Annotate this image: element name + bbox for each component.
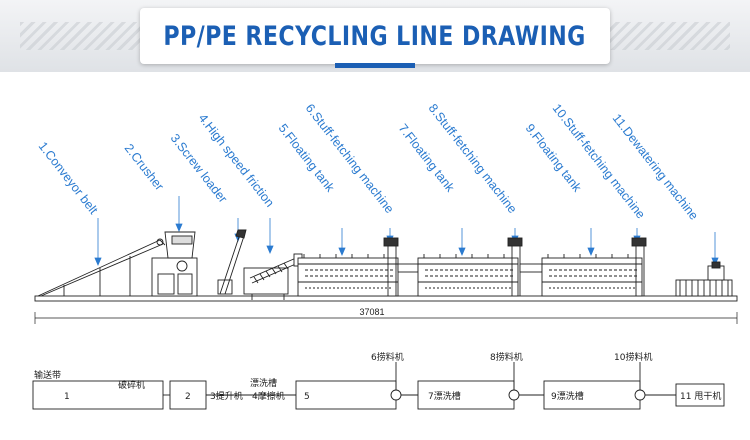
title-banner: PP/PE RECYCLING LINE DRAWING — [0, 0, 750, 72]
fetch-6-drawing — [383, 237, 419, 296]
flow-node-10 — [634, 389, 646, 401]
flow-box-1 — [32, 380, 164, 410]
flow-box-2 — [169, 380, 207, 410]
friction-drawing — [243, 253, 303, 300]
label-conveyor-belt: 1.Conveyor belt — [36, 139, 101, 217]
tank-7-drawing — [417, 254, 519, 297]
flow-fetch-10-label: 10捞料机 — [614, 351, 652, 363]
crusher-drawing — [151, 231, 198, 297]
flow-box-7 — [417, 380, 515, 410]
dimension-line — [34, 312, 738, 324]
title-box: PP/PE RECYCLING LINE DRAWING — [140, 8, 610, 64]
tank-5-drawing — [297, 254, 399, 297]
flow-conveyor-label: 输送带 — [34, 369, 61, 381]
page-title: PP/PE RECYCLING LINE DRAWING — [163, 20, 587, 52]
flow-tank-label: 漂洗槽 — [250, 377, 277, 389]
flow-box-11-label: 11 甩干机 — [680, 390, 721, 402]
dimension-value: 37081 — [359, 307, 384, 317]
flow-box-1-label: 1 — [64, 392, 70, 402]
flow-box-2-label: 2 — [185, 392, 191, 402]
tank-9-drawing — [541, 254, 643, 297]
flowchart — [32, 362, 725, 410]
machine-labels: 1.Conveyor belt 2.Crusher 3.Screw loader… — [36, 101, 701, 222]
flow-node-8 — [508, 389, 520, 401]
dewatering-drawing — [675, 261, 733, 297]
label-dewatering-machine: 11.Dewatering machine — [610, 111, 701, 222]
flowchart-labels: 输送带 破碎机 1 2 3提升机 漂洗槽 4摩擦机 5 6捞料机 7漂洗槽 8捞… — [34, 351, 721, 402]
conveyor-belt-drawing — [37, 238, 166, 297]
flow-box-9 — [543, 380, 641, 410]
label-stuff-fetching-8: 8.Stuff-fetching machine — [426, 101, 520, 216]
machinery — [34, 229, 738, 302]
flow-fetch-8-label: 8捞料机 — [490, 351, 523, 363]
label-high-speed-friction: 4.High speed friction — [196, 111, 277, 209]
flow-box-5-label: 5 — [304, 392, 310, 402]
fetch-10-drawing — [631, 237, 647, 296]
flow-box-7-label: 7漂洗槽 — [428, 390, 461, 402]
screw-loader-drawing — [217, 229, 247, 295]
flow-box-9-label: 9漂洗槽 — [551, 390, 584, 402]
title-underline — [335, 63, 415, 68]
flow-screw-loader-label: 3提升机 — [210, 390, 243, 402]
flow-box-5 — [295, 380, 397, 410]
flow-friction-label: 4摩擦机 — [252, 390, 285, 402]
flow-crusher-label: 破碎机 — [118, 379, 145, 391]
flow-fetch-6-label: 6捞料机 — [371, 351, 404, 363]
flow-box-11 — [675, 383, 725, 407]
flow-node-6 — [390, 389, 402, 401]
label-crusher: 2.Crusher — [122, 141, 167, 193]
